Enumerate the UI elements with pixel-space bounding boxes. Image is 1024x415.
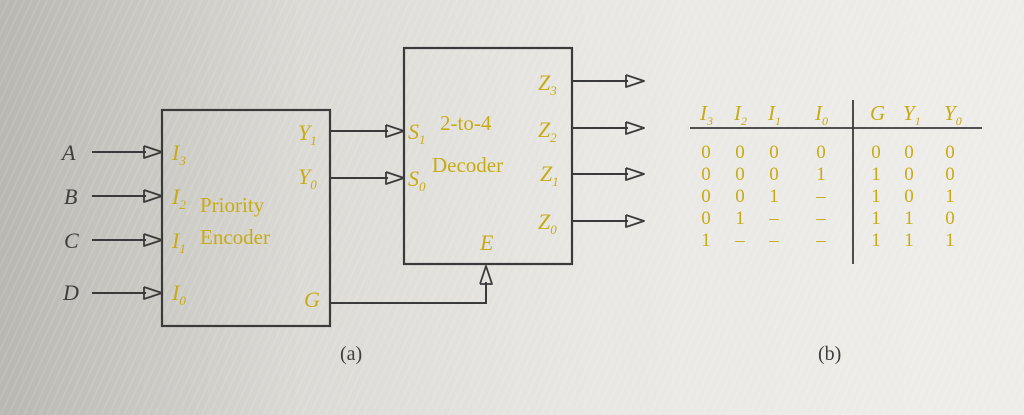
decoder-name-line2: Decoder — [432, 153, 503, 177]
pin-I3: I3 — [171, 140, 186, 168]
table-cell: 1 — [904, 208, 914, 229]
table-cell: – — [768, 230, 779, 251]
table-header-cell: I1 — [767, 101, 781, 128]
table-cell: 0 — [769, 142, 779, 163]
pin-Z1: Z1 — [540, 161, 559, 189]
table-cell: 1 — [945, 230, 955, 251]
pin-Y0: Y0 — [298, 164, 317, 192]
pin-E: E — [479, 230, 494, 255]
table-cell: 0 — [701, 208, 711, 229]
table-cell: – — [815, 186, 826, 207]
wire-Y1-S1 — [330, 124, 405, 138]
table-cell: 0 — [945, 208, 955, 229]
encoder-name-line1: Priority — [200, 193, 265, 217]
table-cell: 1 — [871, 208, 881, 229]
table-cell: – — [815, 208, 826, 229]
table-cell: 1 — [871, 230, 881, 251]
pin-G: G — [304, 287, 320, 312]
output-wire-Z1 — [572, 167, 645, 181]
table-cell: 1 — [945, 186, 955, 207]
pin-I0: I0 — [171, 280, 186, 308]
table-header-cell: I3 — [699, 101, 713, 128]
pin-Z3: Z3 — [538, 70, 557, 98]
table-cell: – — [815, 230, 826, 251]
pin-I2: I2 — [171, 184, 186, 212]
table-cell: 1 — [904, 230, 914, 251]
table-cell: 0 — [735, 164, 745, 185]
decoder-name-line1: 2-to-4 — [440, 111, 492, 135]
table-cell: 0 — [904, 164, 914, 185]
input-wire-D — [92, 286, 163, 300]
table-cell: 1 — [735, 208, 745, 229]
table-cell: 0 — [735, 142, 745, 163]
caption-b: (b) — [818, 343, 841, 365]
pin-I1: I1 — [171, 228, 186, 256]
table-cell: 1 — [871, 186, 881, 207]
table-cell: 0 — [816, 142, 826, 163]
input-label-B: B — [64, 184, 77, 209]
table-cell: 0 — [945, 142, 955, 163]
table-cell: – — [734, 230, 745, 251]
table-cell: 0 — [701, 186, 711, 207]
input-wire-C — [92, 233, 163, 247]
table-cell: – — [768, 208, 779, 229]
table-cell: 1 — [769, 186, 779, 207]
pin-S1: S1 — [408, 119, 426, 147]
table-cell: 0 — [871, 142, 881, 163]
table-header-cell: G — [870, 101, 885, 125]
table-cell: 0 — [769, 164, 779, 185]
table-cell: 0 — [701, 164, 711, 185]
output-wire-Z0 — [572, 214, 645, 228]
table-cell: 0 — [904, 186, 914, 207]
output-wire-Z3 — [572, 74, 645, 88]
table-header-cell: Y1 — [903, 101, 921, 128]
pin-Y1: Y1 — [298, 120, 317, 148]
output-wire-Z2 — [572, 121, 645, 135]
wire-Y0-S0 — [330, 171, 405, 185]
input-label-D: D — [62, 280, 79, 305]
input-label-C: C — [64, 228, 79, 253]
caption-a: (a) — [340, 343, 362, 365]
table-header-cell: I0 — [814, 101, 828, 128]
table-cell: 1 — [701, 230, 711, 251]
table-cell: 0 — [904, 142, 914, 163]
input-wire-A — [92, 145, 163, 159]
input-wire-B — [92, 189, 163, 203]
pin-Z0: Z0 — [538, 209, 557, 237]
input-label-A: A — [60, 140, 76, 165]
wire-G-E — [330, 265, 493, 304]
table-cell: 1 — [816, 164, 826, 185]
encoder-name-line2: Encoder — [200, 225, 270, 249]
priority-encoder-block — [160, 108, 332, 328]
table-cell: 0 — [735, 186, 745, 207]
table-cell: 0 — [945, 164, 955, 185]
table-cell: 1 — [871, 164, 881, 185]
pin-Z2: Z2 — [538, 117, 557, 145]
table-header-cell: I2 — [733, 101, 747, 128]
pin-S0: S0 — [408, 166, 426, 194]
table-header-cell: Y0 — [944, 101, 962, 128]
table-cell: 0 — [701, 142, 711, 163]
decoder-block — [402, 46, 574, 266]
